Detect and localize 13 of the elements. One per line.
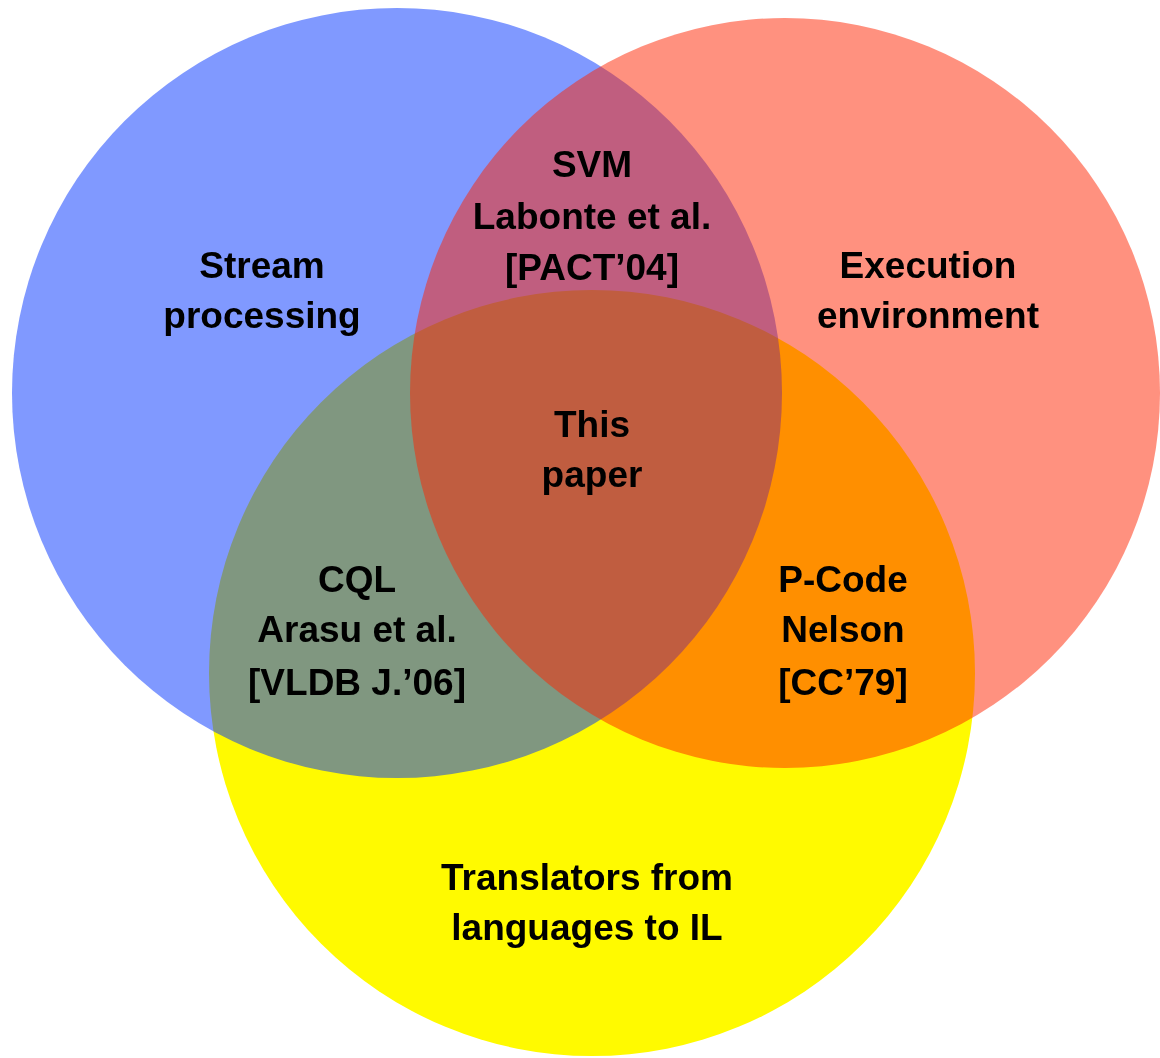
region-label: P-Code [778, 558, 908, 602]
region-label: Labonte et al. [472, 195, 712, 239]
region-label: [VLDB J.’06] [248, 661, 466, 705]
circle-label: Stream processing [162, 244, 362, 338]
circle-label: Execution environment [815, 244, 1040, 338]
region-label: SVM [551, 143, 633, 187]
region-label: Nelson [781, 608, 905, 652]
region-label: This paper [540, 403, 644, 497]
region-label: Arasu et al. [257, 608, 457, 652]
circle-label: Translators from languages to IL [440, 856, 734, 950]
region-label: [CC’79] [778, 661, 908, 705]
region-label: [PACT’04] [504, 246, 680, 290]
region-label: CQL [317, 558, 397, 602]
